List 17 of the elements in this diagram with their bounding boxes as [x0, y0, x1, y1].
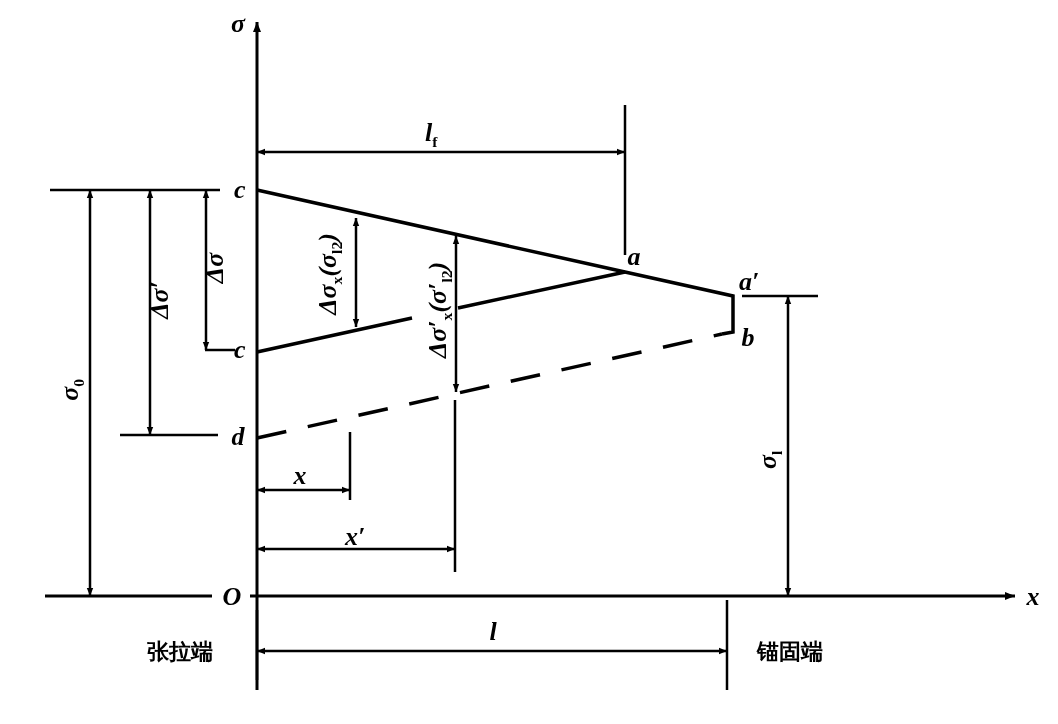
symbol-label: a	[627, 244, 641, 270]
dimension-label: Δσ′	[146, 281, 173, 319]
symbol-label: O	[222, 584, 242, 610]
symbol-label: d	[231, 424, 245, 450]
symbol-label: c	[234, 177, 246, 203]
dimension-label: Δσ	[202, 252, 229, 284]
end-label: 张拉端	[147, 641, 213, 663]
end-label: 锚固端	[757, 641, 823, 663]
symbol-label: x	[1026, 584, 1040, 610]
symbol-label: σ	[231, 11, 245, 37]
symbol-label: a′	[739, 269, 760, 295]
symbol-label: x	[293, 463, 307, 489]
symbol-label: x′	[345, 524, 366, 550]
symbol-label: b	[741, 325, 755, 351]
symbol-label: c	[234, 337, 246, 363]
symbol-label: l$_{f}$	[425, 120, 438, 150]
symbol-label: l	[489, 619, 497, 645]
